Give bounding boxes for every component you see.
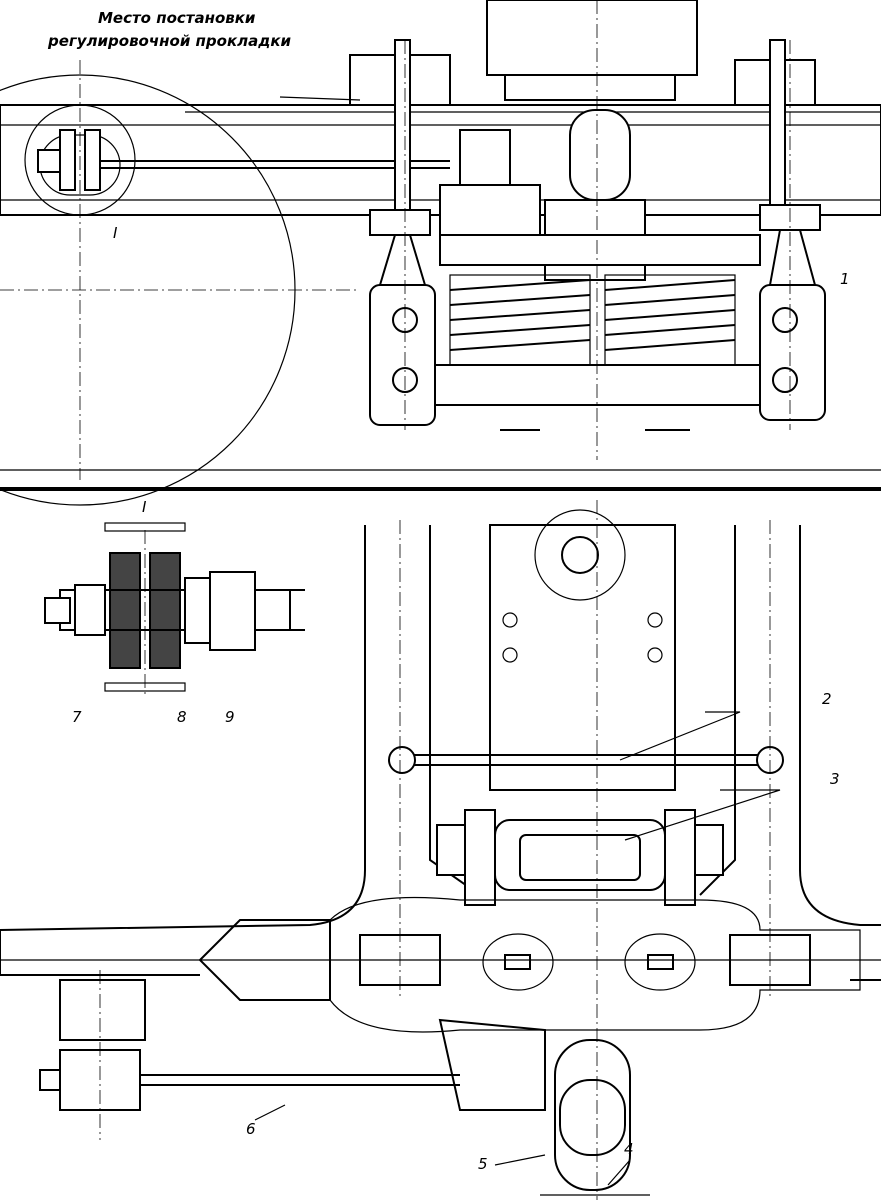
detail-I-view [44, 522, 305, 695]
spring-right [604, 274, 736, 366]
callout-7: 7 [72, 708, 82, 726]
caption-line2: регулировочной прокладки [48, 32, 292, 50]
callout-detail-I-marker: I [113, 224, 118, 242]
callout-6: 6 [246, 1120, 256, 1138]
callout-2: 2 [822, 690, 832, 708]
callout-5: 5 [478, 1155, 488, 1173]
callout-1: 1 [840, 270, 850, 288]
leader-line [279, 96, 361, 101]
plan-view [0, 500, 881, 1200]
callout-detail-I-title: I [142, 498, 147, 516]
callout-4: 4 [624, 1140, 634, 1158]
side-view [0, 0, 881, 506]
spring-left [449, 274, 591, 366]
caption-line1: Место постановки [98, 9, 256, 27]
callout-9: 9 [225, 708, 235, 726]
callout-8: 8 [177, 708, 187, 726]
callout-3: 3 [830, 770, 840, 788]
upper-block [486, 0, 698, 76]
